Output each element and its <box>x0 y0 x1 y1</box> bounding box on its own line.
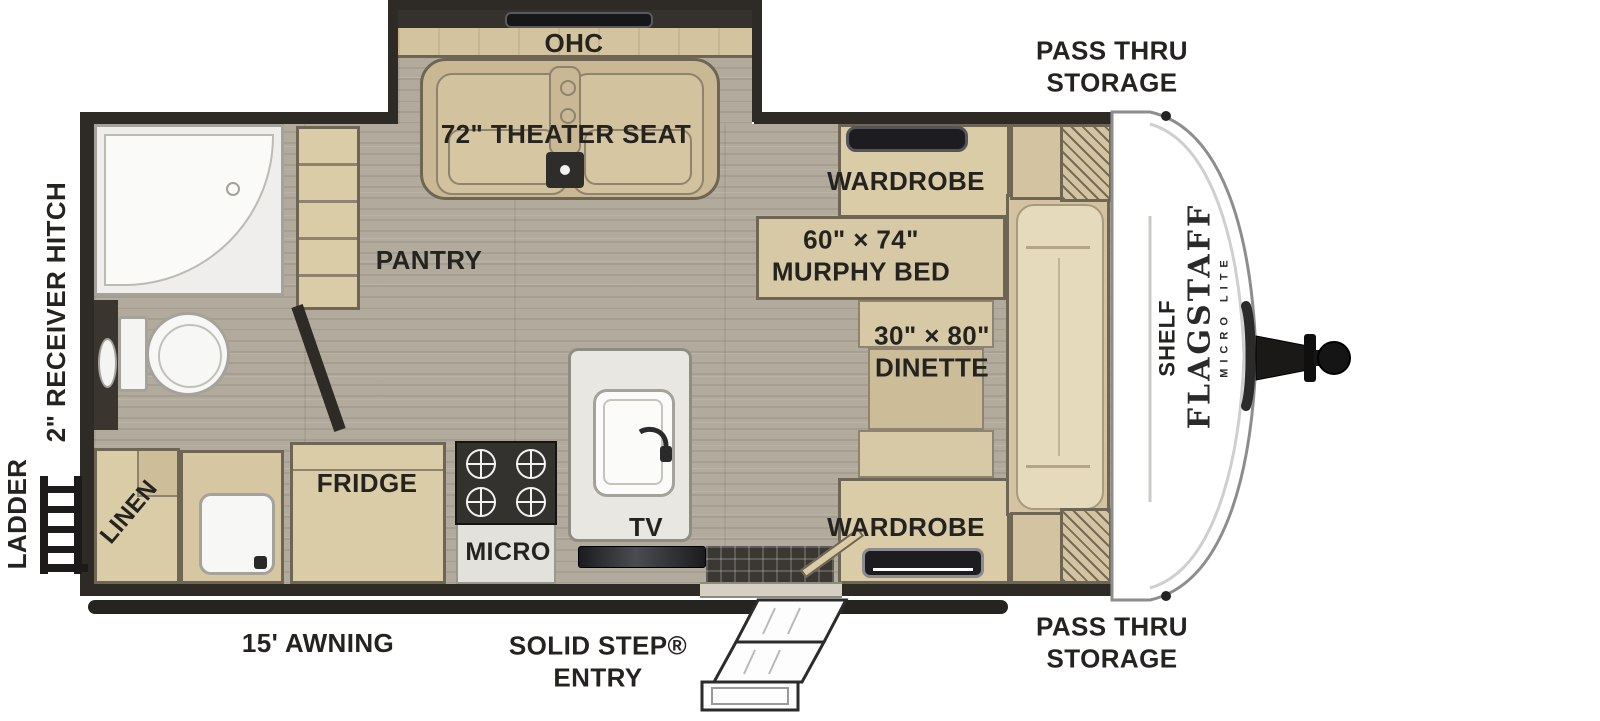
wall-rear <box>80 112 94 596</box>
label-dinette: 30" × 80" DINETTE <box>874 320 990 382</box>
theater-seat-console <box>546 152 584 188</box>
cupholder <box>560 80 576 96</box>
cupholder <box>560 108 576 124</box>
bath-wall-sink <box>98 338 117 388</box>
shower-pan <box>104 134 274 286</box>
console-dot <box>560 165 570 175</box>
bath-wall-sink-cabinet <box>94 300 118 430</box>
window-bottom <box>862 548 984 578</box>
label-solid-step-entry: SOLID STEP® ENTRY <box>508 630 688 692</box>
shower-drain <box>226 182 240 196</box>
theater-seat-left-cushion <box>448 129 556 185</box>
bath-vanity <box>180 450 284 584</box>
label-tv: TV <box>628 512 664 543</box>
wall-bottom <box>80 584 1146 596</box>
linen-cabinet-notch <box>137 451 177 497</box>
microwave-oven-front <box>456 522 556 584</box>
label-pass-thru-storage-top: PASS THRU STORAGE <box>1036 35 1188 97</box>
label-wardrobe-top: WARDROBE <box>827 166 985 197</box>
label-pass-thru-storage-bottom: PASS THRU STORAGE <box>1036 611 1188 673</box>
entry-door-threshold <box>700 582 842 598</box>
refrigerator <box>290 442 446 584</box>
dinette-seat-bottom <box>858 430 994 478</box>
dinette-seat-top <box>858 300 994 348</box>
refrigerator-divider <box>293 469 443 471</box>
linen-cabinet <box>94 448 180 584</box>
murphy-bed <box>756 216 1006 300</box>
pantry-cabinet <box>296 126 360 310</box>
brand-name: FLAGSTAFF <box>1182 202 1218 430</box>
slideout-wall-right <box>752 0 762 122</box>
slideout-window <box>505 12 653 28</box>
slideout-wall-top <box>388 0 762 10</box>
window-top <box>846 126 968 152</box>
wall-top-right <box>754 112 1146 124</box>
window-sill <box>873 568 973 571</box>
sink-basin <box>603 399 663 485</box>
label-wardrobe-bottom: WARDROBE <box>827 512 985 543</box>
murphy-bed-platform <box>1006 194 1110 516</box>
label-theater-seat: 72" THEATER SEAT <box>440 119 692 150</box>
brand-logo: FLAGSTAFF MICRO LITE <box>1182 202 1231 430</box>
toilet-tank <box>118 316 148 392</box>
label-awning: 15' AWNING <box>241 628 395 659</box>
label-shelf: SHELF <box>1154 299 1180 377</box>
brand-subtitle: MICRO LITE <box>1218 254 1231 378</box>
label-ohc: OHC <box>544 28 604 59</box>
slideout-wall-left <box>388 0 398 122</box>
theater-seat-armrest <box>549 66 581 156</box>
shower <box>94 124 284 296</box>
label-ladder: LADDER <box>2 458 33 570</box>
toilet-seat <box>158 324 222 388</box>
kitchen-sink <box>593 389 675 497</box>
dinette-table <box>868 348 984 430</box>
awning-rail <box>88 600 1008 614</box>
label-micro: MICRO <box>465 537 551 566</box>
toilet-bowl <box>146 312 230 396</box>
mattress-seam <box>1026 246 1090 249</box>
tv <box>578 546 706 568</box>
wall-top-left <box>80 112 398 124</box>
front-vent-cabinet-top <box>1060 124 1112 202</box>
tongue-hitch <box>1255 334 1351 382</box>
mattress-seam <box>1026 465 1090 468</box>
mattress-fold-line <box>1058 258 1060 456</box>
label-pantry: PANTRY <box>375 245 483 276</box>
label-receiver-hitch: 2" RECEIVER HITCH <box>41 181 72 443</box>
mattress <box>1016 204 1104 510</box>
vanity-faucet <box>254 556 267 569</box>
front-vent-cabinet-bottom <box>1060 508 1112 584</box>
label-fridge: FRIDGE <box>316 468 418 499</box>
label-murphy-bed: 60" × 74" MURPHY BED <box>771 224 951 286</box>
theater-seat-right-cushion <box>584 129 692 185</box>
entry-steps <box>700 598 849 712</box>
overhead-cabinet-shelf <box>398 28 752 58</box>
theater-seat-right <box>572 73 704 195</box>
